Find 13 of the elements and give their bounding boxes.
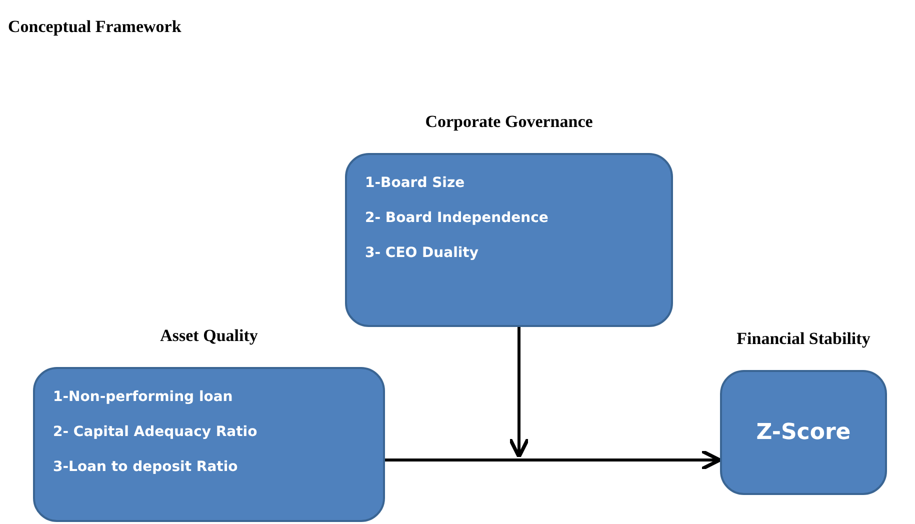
title: Conceptual Framework <box>8 16 182 38</box>
list-item: 2- Board Independence <box>365 209 550 228</box>
list-item: 3-Loan to deposit Ratio <box>53 458 239 477</box>
arrow <box>385 449 722 471</box>
measure-text: Z-Score <box>756 419 851 447</box>
heading: Asset Quality <box>160 325 258 347</box>
list-item: 1-Non-performing loan <box>53 388 234 407</box>
heading: Financial Stability <box>736 328 870 350</box>
heading: Corporate Governance <box>425 111 593 133</box>
arrow <box>508 327 530 459</box>
list-item: 2- Capital Adequacy Ratio <box>53 423 258 442</box>
list-item: 1-Board Size <box>365 174 466 193</box>
list-item: 3- CEO Duality <box>365 244 480 263</box>
